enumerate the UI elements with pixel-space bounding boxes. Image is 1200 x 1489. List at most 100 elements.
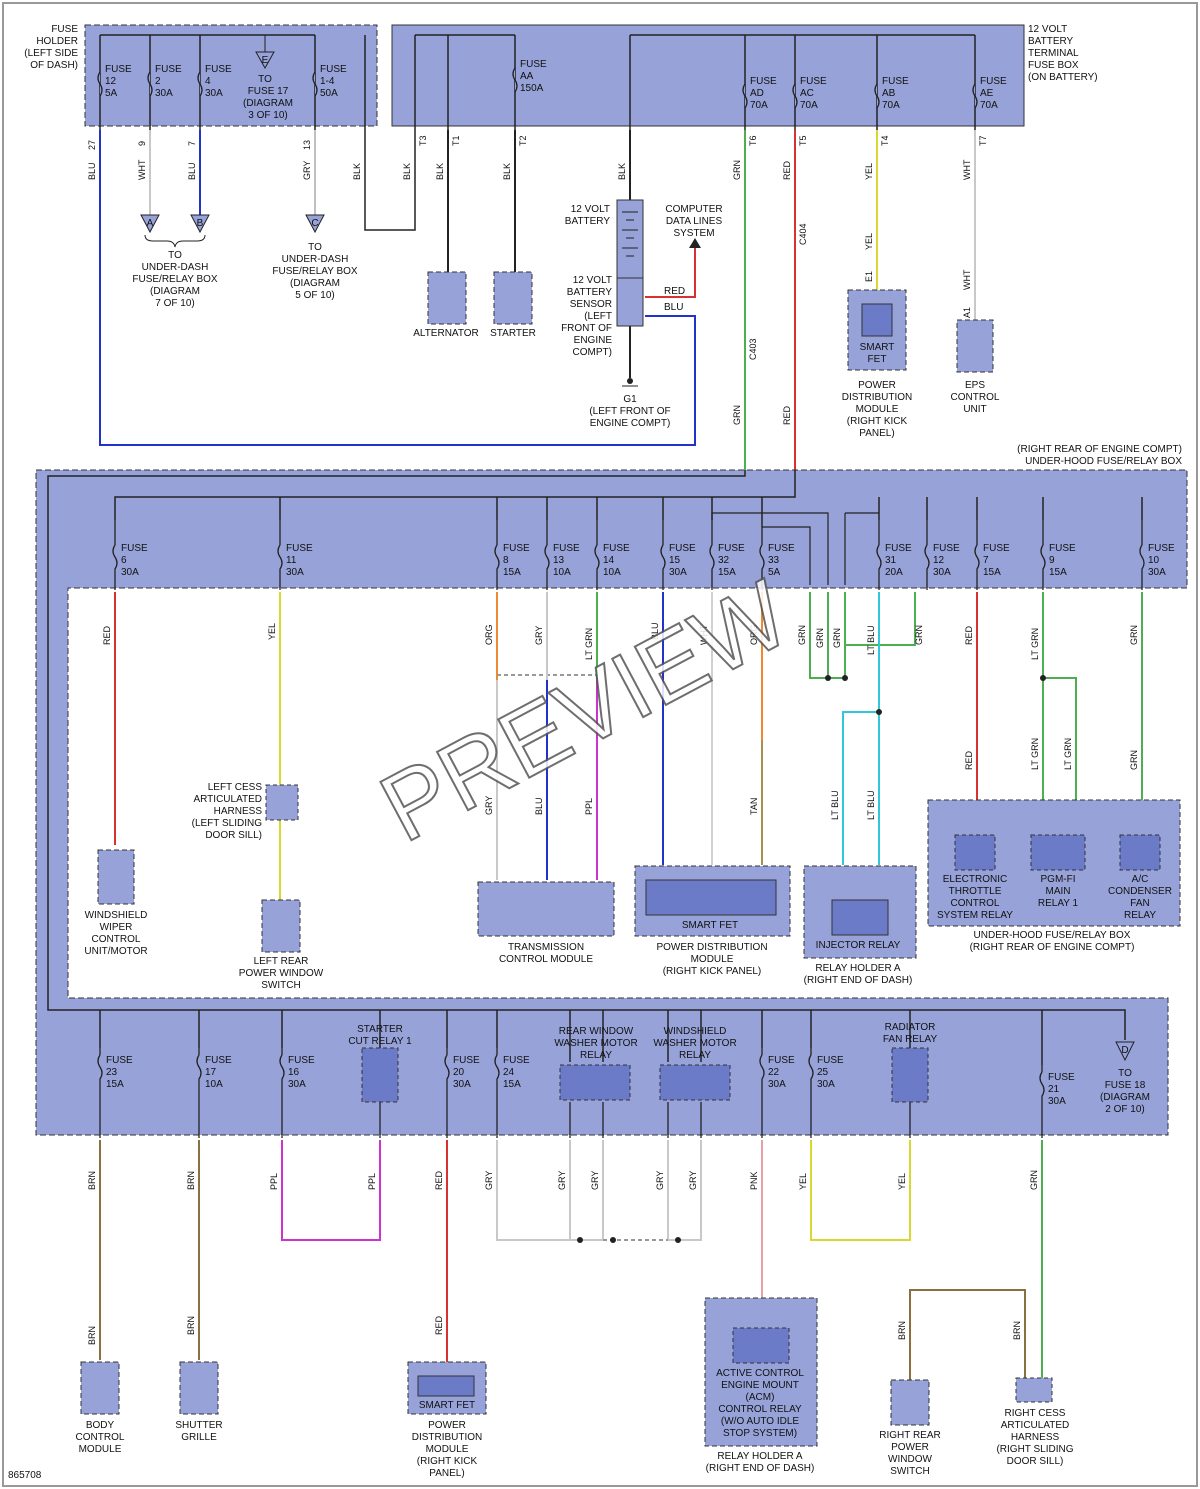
battery-box-label: 12 VOLT BATTERY TERMINAL FUSE BOX (ON BA… <box>1028 24 1098 83</box>
pgm-label: PGM-FI MAIN RELAY 1 <box>1038 874 1079 909</box>
svg-text:31: 31 <box>885 555 897 566</box>
pgm-fi-relay <box>1030 834 1086 871</box>
svg-text:SWITCH: SWITCH <box>890 1466 929 1477</box>
connector-b: B <box>190 214 210 234</box>
svg-text:SYSTEM RELAY: SYSTEM RELAY <box>937 910 1013 921</box>
svg-text:POWER DISTRIBUTION: POWER DISTRIBUTION <box>656 942 767 953</box>
svg-text:E: E <box>262 55 269 66</box>
svg-text:UNDER-DASH: UNDER-DASH <box>282 254 349 265</box>
svg-text:ELECTRONIC: ELECTRONIC <box>943 874 1007 885</box>
svg-text:STARTER: STARTER <box>490 328 536 339</box>
connector-c: C <box>305 214 325 234</box>
svg-text:30A: 30A <box>768 1079 786 1090</box>
svg-text:10A: 10A <box>553 567 571 578</box>
svg-text:20: 20 <box>453 1067 465 1078</box>
svg-text:LT GRN: LT GRN <box>1063 738 1073 770</box>
svg-text:9: 9 <box>137 141 147 146</box>
svg-text:YEL: YEL <box>864 233 874 250</box>
svg-text:RELAY 1: RELAY 1 <box>1038 898 1079 909</box>
svg-text:6: 6 <box>121 555 127 566</box>
svg-text:5A: 5A <box>768 567 781 578</box>
svg-text:B: B <box>197 218 204 229</box>
svg-text:C404: C404 <box>798 223 808 245</box>
svg-text:21: 21 <box>1048 1084 1060 1095</box>
pdm-middle-label: POWER DISTRIBUTION MODULE (RIGHT KICK PA… <box>656 942 767 977</box>
svg-text:15A: 15A <box>718 567 736 578</box>
svg-text:GRY: GRY <box>590 1171 600 1190</box>
shutter-grille <box>179 1361 219 1415</box>
svg-text:30A: 30A <box>1048 1096 1066 1107</box>
svg-text:TO: TO <box>168 250 182 261</box>
svg-text:FAN: FAN <box>1130 898 1149 909</box>
acm-relay-holder <box>704 1297 818 1447</box>
smart-fet-top <box>861 303 893 337</box>
svg-text:FUSE: FUSE <box>603 543 630 554</box>
svg-text:RED: RED <box>964 750 974 770</box>
svg-text:GRN: GRN <box>732 405 742 425</box>
svg-text:YEL: YEL <box>864 163 874 180</box>
svg-text:FUSE: FUSE <box>520 59 547 70</box>
rad-fan-label: RADIATOR FAN RELAY <box>883 1022 938 1045</box>
computer-data-arrow <box>689 238 701 248</box>
svg-text:(ON BATTERY): (ON BATTERY) <box>1028 72 1098 83</box>
underhood-box <box>35 469 1188 1136</box>
svg-text:CONTROL: CONTROL <box>951 898 1000 909</box>
svg-text:YEL: YEL <box>798 1173 808 1190</box>
svg-text:T6: T6 <box>748 135 758 146</box>
svg-text:POWER: POWER <box>858 380 896 391</box>
svg-text:15A: 15A <box>503 1079 521 1090</box>
svg-text:TO: TO <box>258 74 272 85</box>
svg-text:ORG: ORG <box>484 624 494 645</box>
svg-text:FUSE BOX: FUSE BOX <box>1028 60 1079 71</box>
svg-text:UNDER-HOOD FUSE/RELAY BOX: UNDER-HOOD FUSE/RELAY BOX <box>974 930 1131 941</box>
fuse-18-reference: D TO FUSE 18 (DIAGRAM 2 OF 10) <box>1100 1041 1150 1115</box>
svg-text:FUSE: FUSE <box>800 76 827 87</box>
etcs-label: ELECTRONIC THROTTLE CONTROL SYSTEM RELAY <box>937 874 1013 921</box>
svg-text:WIPER: WIPER <box>100 922 133 933</box>
svg-text:FUSE: FUSE <box>155 64 182 75</box>
svg-text:T3: T3 <box>418 135 428 146</box>
cess-left-label: LEFT CESS ARTICULATED HARNESS (LEFT SLID… <box>192 782 263 841</box>
svg-text:(DIAGRAM: (DIAGRAM <box>290 278 340 289</box>
svg-text:BRN: BRN <box>87 1171 97 1190</box>
svg-text:OF DASH): OF DASH) <box>30 60 78 71</box>
svg-text:AA: AA <box>520 71 534 82</box>
svg-text:LT GRN: LT GRN <box>1030 738 1040 770</box>
ground-icon <box>622 378 638 387</box>
svg-text:GRY: GRY <box>302 161 312 180</box>
svg-text:T7: T7 <box>978 135 988 146</box>
svg-text:EPS: EPS <box>965 380 985 391</box>
svg-text:CONTROL: CONTROL <box>92 934 141 945</box>
svg-text:DISTRIBUTION: DISTRIBUTION <box>412 1432 483 1443</box>
battery-fuse-box <box>391 24 1025 127</box>
svg-text:FAN RELAY: FAN RELAY <box>883 1034 938 1045</box>
svg-text:STOP SYSTEM): STOP SYSTEM) <box>723 1428 797 1439</box>
svg-text:SWITCH: SWITCH <box>261 980 300 991</box>
svg-text:PPL: PPL <box>269 1173 279 1190</box>
svg-text:DOOR SILL): DOOR SILL) <box>205 830 262 841</box>
svg-text:(DIAGRAM: (DIAGRAM <box>150 286 200 297</box>
svg-text:16: 16 <box>288 1067 300 1078</box>
svg-text:RIGHT CESS: RIGHT CESS <box>1005 1408 1066 1419</box>
svg-text:FUSE: FUSE <box>503 543 530 554</box>
svg-text:GRN: GRN <box>832 628 842 648</box>
svg-text:8: 8 <box>503 555 509 566</box>
svg-text:AD: AD <box>750 88 764 99</box>
svg-text:FUSE: FUSE <box>1049 543 1076 554</box>
svg-text:30A: 30A <box>669 567 687 578</box>
svg-text:FUSE: FUSE <box>205 64 232 75</box>
svg-text:FUSE: FUSE <box>882 76 909 87</box>
eps-control-unit <box>956 319 994 373</box>
svg-text:UNIT: UNIT <box>963 404 986 415</box>
transmission-control-module <box>477 881 615 937</box>
svg-text:FUSE: FUSE <box>286 543 313 554</box>
svg-text:G1: G1 <box>623 394 637 405</box>
battery-label: 12 VOLT BATTERY <box>565 204 611 227</box>
